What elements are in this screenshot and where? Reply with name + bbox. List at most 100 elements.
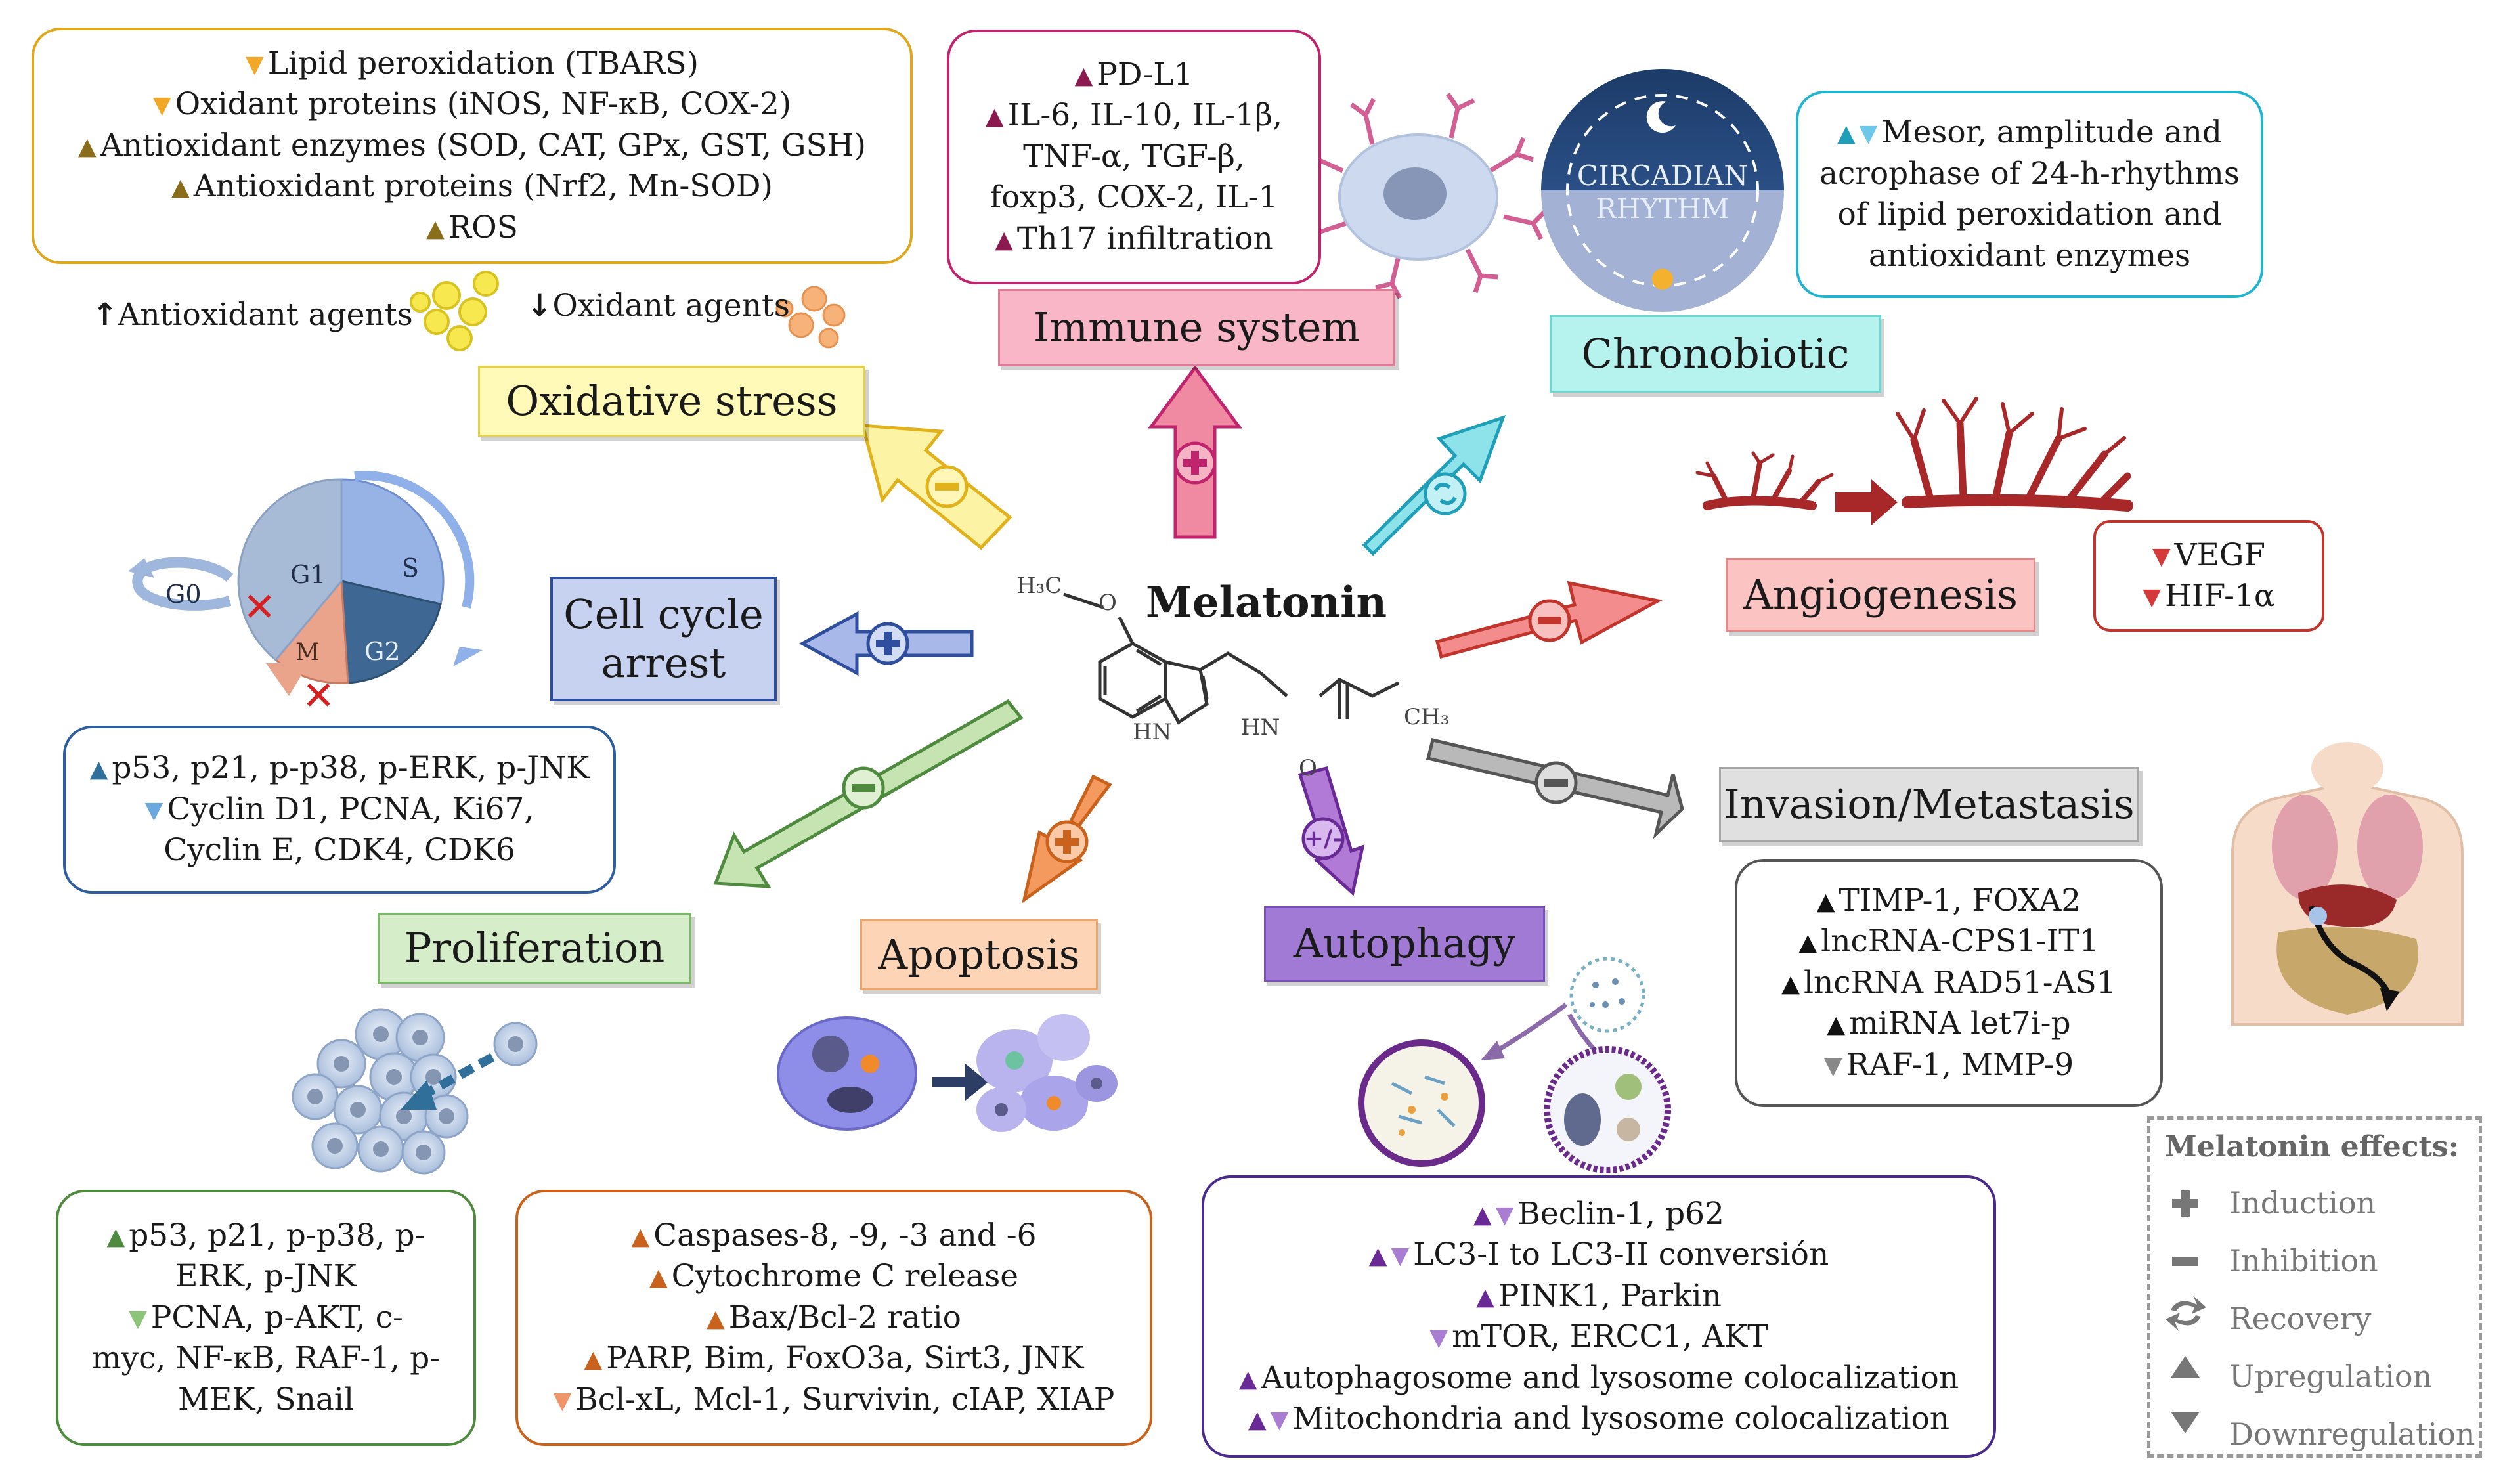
arrow-immune (1148, 364, 1242, 539)
legend-item: Induction (2229, 1185, 2376, 1221)
down-arrow-icon: ↓ (527, 288, 553, 324)
up-triangle-icon: ▲ (1781, 970, 1800, 997)
list-item: ▲▼Beclin-1, p62 (1473, 1195, 1724, 1232)
legend-item-text: Upregulation (2229, 1359, 2433, 1394)
down-triangle-icon: ▼ (152, 92, 171, 120)
up-triangle-icon: ▲ (89, 756, 108, 783)
legend-item-text: Downregulation (2229, 1416, 2475, 1452)
blood-vessels-icon (1695, 397, 2133, 512)
down-triangle-icon: ▼ (1270, 1407, 1289, 1433)
list-item: ▲Autophagosome and lysosome colocalizati… (1238, 1359, 1959, 1396)
phase-g2: G2 (364, 637, 401, 666)
molecule-chain-nh: HN (1241, 714, 1280, 741)
autophagosome-icon (1358, 957, 1671, 1173)
list-item: ERK, p-JNK (175, 1258, 357, 1295)
legend-item: Inhibition (2229, 1243, 2378, 1278)
up-triangle-icon: ▲ (1827, 1011, 1846, 1039)
up-triangle-icon: ▲ (584, 1346, 603, 1374)
up-triangle-icon: ▲ (1476, 1283, 1494, 1311)
down-triangle-icon: ▼ (1859, 120, 1878, 147)
list-item: ▲Antioxidant enzymes (SOD, CAT, GPx, GST… (78, 127, 866, 164)
list-item: ▼mTOR, ERCC1, AKT (1429, 1319, 1768, 1355)
up-triangle-icon: ▲ (649, 1264, 668, 1292)
down-triangle-icon: ▼ (1495, 1201, 1514, 1229)
list-item: ▲IL-6, IL-10, IL-1β, (985, 97, 1283, 134)
phase-m: M (295, 639, 320, 666)
m-block-icon: ✕ (302, 673, 335, 719)
oxidant-spheres-icon (775, 286, 846, 349)
list-item: ▼Bcl-xL, Mcl-1, Survivin, cIAP, XIAP (553, 1381, 1115, 1418)
list-item: Cyclin E, CDK4, CDK6 (163, 832, 515, 869)
autophagy-box: ▲▼Beclin-1, p62 ▲▼LC3-I to LC3-II convers… (1202, 1175, 1996, 1458)
legend-box: Melatonin effects: Induction Inhibition … (2147, 1116, 2482, 1458)
arrow-chrono (1362, 415, 1506, 556)
list-item: ▲miRNA let7i-p (1827, 1005, 2071, 1042)
list-item: ▼PCNA, p-AKT, c- (129, 1299, 403, 1336)
legend-title: Melatonin effects: (2165, 1130, 2459, 1164)
molecule-methyl-group: H₃C (1016, 573, 1062, 599)
melatonin-molecule (1063, 592, 1400, 725)
list-item: ▼Lipid peroxidation (TBARS) (246, 45, 699, 81)
antioxidant-agents-text: ↑Antioxidant agents (92, 297, 413, 333)
list-item: ▲PARP, Bim, FoxO3a, Sirt3, JNK (584, 1340, 1084, 1377)
apoptosis-label: Apoptosis (860, 919, 1098, 990)
proliferation-arrow-icon (401, 1053, 495, 1110)
cell-cycle-pie: ✕ ✕ (128, 471, 483, 719)
molecule-ch3: CH₃ (1404, 704, 1450, 730)
list-item: ▲p53, p21, p-p38, p- (106, 1217, 425, 1254)
list-item: MEK, Snail (178, 1381, 354, 1418)
list-item: ▼HIF-1α (2143, 578, 2275, 614)
g0-block-icon: ✕ (243, 584, 276, 630)
immune-system-label: Immune system (998, 289, 1395, 366)
up-arrow-icon: ↑ (92, 297, 118, 333)
arrow-invasion (1426, 738, 1684, 839)
list-item: ▲Caspases-8, -9, -3 and -6 (631, 1217, 1037, 1254)
apoptotic-cells-icon (777, 1014, 1118, 1132)
down-triangle-icon: ▼ (1429, 1324, 1448, 1351)
phase-g0: G0 (165, 580, 202, 609)
list-item: ▲Bax/Bcl-2 ratio (707, 1299, 961, 1336)
arrow-cellcycle (798, 611, 974, 676)
list-item: ▲lncRNA-CPS1-IT1 (1798, 923, 2099, 960)
list-item: ▲▼Mitochondria and lysosome colocalizati… (1248, 1401, 1950, 1437)
molecule-oxygen: O (1099, 590, 1117, 616)
arrow-apoptosis (1022, 774, 1112, 904)
list-item: ▲p53, p21, p-p38, p-ERK, p-JNK (89, 750, 590, 787)
up-triangle-icon: ▲ (1074, 62, 1093, 89)
angio-arrow-icon (1835, 479, 1898, 525)
arrow-proliferation (713, 699, 1024, 888)
list-item: ▼Oxidant proteins (iNOS, NF-κB, COX-2) (152, 86, 792, 123)
legend-item: Downregulation (2229, 1416, 2475, 1452)
down-triangle-icon: ▼ (2152, 542, 2171, 570)
apoptosis-box: ▲Caspases-8, -9, -3 and -6▲Cytochrome C … (515, 1190, 1152, 1446)
oxidant-agents-text: ↓Oxidant agents (527, 288, 790, 324)
up-triangle-icon: ▲ (1238, 1365, 1257, 1393)
down-triangle-icon: ▼ (144, 797, 163, 824)
list-item: ▲▼LC3-I to LC3-II conversión (1368, 1236, 1829, 1273)
up-triangle-icon: ▲ (171, 174, 190, 202)
legend-item-text: Induction (2229, 1185, 2376, 1221)
up-triangle-icon: ▲ (1473, 1201, 1492, 1229)
up-triangle-icon: ▲ (985, 103, 1004, 131)
up-triangle-icon: ▲ (995, 226, 1013, 253)
legend-item-text: Inhibition (2229, 1243, 2378, 1278)
up-triangle-icon: ▲ (707, 1305, 725, 1332)
list-item: ▼VEGF (2152, 536, 2266, 573)
list-item: ▼Cyclin D1, PCNA, Ki67, (144, 791, 534, 827)
circadian-circle-text-2: RHYTHM (1596, 192, 1730, 225)
immune-cell-icon (1299, 93, 1547, 299)
up-triangle-icon: ▲ (1248, 1407, 1267, 1433)
up-triangle-icon: ▲ (631, 1223, 650, 1250)
angiogenesis-box: ▼VEGF ▼HIF-1α (2093, 520, 2324, 632)
up-triangle-icon: ▲ (1798, 929, 1817, 957)
antioxidant-spheres-icon (410, 271, 499, 351)
up-triangle-icon: ▲ (78, 133, 97, 160)
autophagy-label: Autophagy (1264, 906, 1545, 982)
list-item: ▲lncRNA RAD51-AS1 (1781, 964, 2116, 1001)
up-triangle-icon: ▲ (426, 215, 445, 242)
arrow-angio (1435, 580, 1663, 659)
list-item: ▲Antioxidant proteins (Nrf2, Mn-SOD) (171, 168, 773, 205)
molecule-carbonyl-oxygen: O (1299, 755, 1317, 781)
